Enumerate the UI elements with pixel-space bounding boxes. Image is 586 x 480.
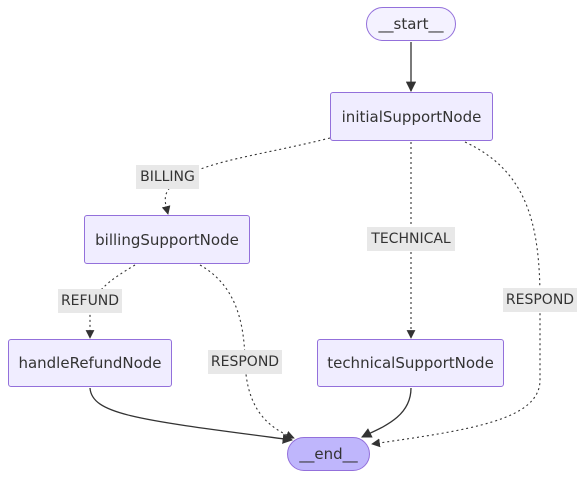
initial-support-node[interactable]: initialSupportNode	[330, 92, 493, 141]
billing-support-node[interactable]: billingSupportNode	[84, 215, 250, 264]
end-node[interactable]: __end__	[287, 437, 370, 471]
technical-support-node[interactable]: technicalSupportNode	[317, 339, 504, 387]
edge-label-refund: REFUND	[58, 289, 122, 313]
edge-label-technical: TECHNICAL	[367, 227, 455, 251]
edge-label-respond-right: RESPOND	[503, 288, 577, 312]
technical-support-node-label: technicalSupportNode	[327, 354, 494, 372]
edge-label-billing: BILLING	[136, 165, 199, 189]
edge-technical-to-end	[361, 387, 412, 438]
handle-refund-node-label: handleRefundNode	[18, 354, 162, 372]
edge-refund-to-end	[89, 387, 294, 444]
edge-initial-to-end	[371, 141, 541, 448]
start-node[interactable]: __start__	[366, 7, 456, 41]
handle-refund-node[interactable]: handleRefundNode	[8, 339, 172, 387]
start-node-label: __start__	[378, 15, 444, 33]
edge-label-respond-billing: RESPOND	[208, 350, 282, 374]
end-node-label: __end__	[299, 445, 358, 463]
initial-support-node-label: initialSupportNode	[341, 107, 482, 126]
billing-support-node-label: billingSupportNode	[95, 230, 239, 249]
